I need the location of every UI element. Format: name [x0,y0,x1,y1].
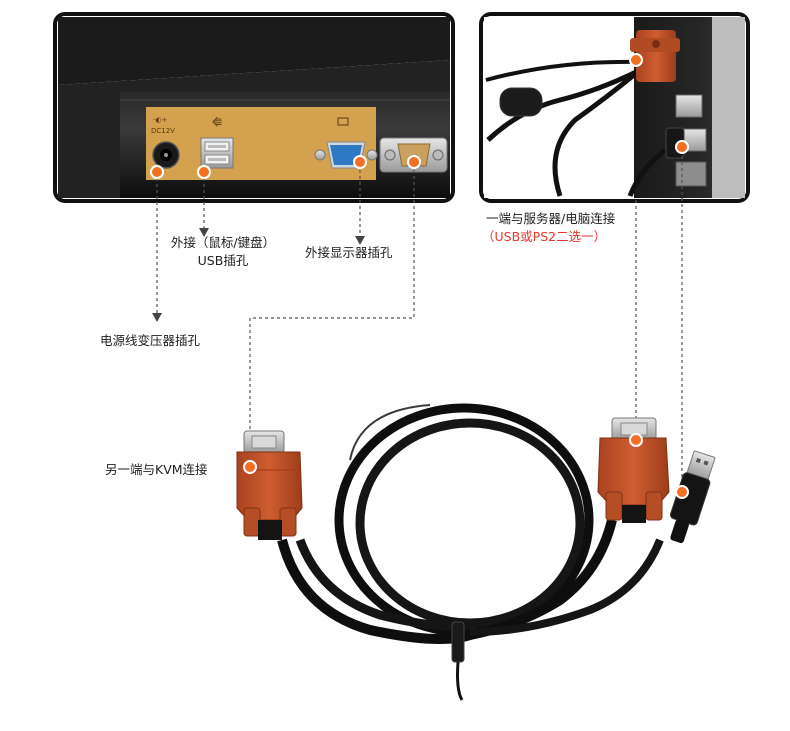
marker-dc-jack [150,165,164,179]
label-kvm-end: 另一端与KVM连接 [105,462,208,477]
label-usb-line1: 外接（鼠标/键盘） [170,235,276,250]
svg-text:-◐+: -◐+ [153,116,168,124]
vga-connector-server-end [597,417,670,523]
marker-kvm-connector [243,460,257,474]
usb-symbol-icon: ⭅ [212,116,222,129]
marker-monitor [353,155,367,169]
pc-usb-ports [675,94,703,118]
leader-kvm [249,164,415,465]
device-photo: -◐+ DC12V ⭅ [53,12,455,203]
marker-pc-vga [629,53,643,67]
ferrite-core [499,87,543,117]
marker-usb-plug [675,485,689,499]
pc-photo [479,12,750,203]
marker-pc-usb [675,140,689,154]
label-server-line1: 一端与服务器/电脑连接 [486,211,616,226]
monitor-symbol-icon [337,117,349,126]
cable-tie [451,621,465,663]
vga-connector-kvm-end [236,430,303,540]
label-monitor-port: 外接显示器插孔 [305,245,393,260]
pc-lan-port [675,161,707,187]
marker-server-connector [629,433,643,447]
usb-plug [669,450,716,544]
leader-arrowheads [152,228,365,322]
markers [150,53,689,499]
label-usb-line2: USB插孔 [197,253,249,268]
kvm-cable-assembly [236,403,716,701]
dc-label: DC12V [151,127,175,135]
photo-orange-connector [630,30,680,82]
marker-usb [197,165,211,179]
usb-ports [200,137,234,169]
label-server-line2: （USB或PS2二选一） [482,229,607,244]
cable-coil-inner [355,418,585,628]
cable-coil-outer [334,403,594,637]
marker-kvm-port [407,155,421,169]
leader-lines [156,150,683,492]
label-usb-port: 外接（鼠标/键盘） USB插孔 [168,234,278,270]
label-power-port: 电源线变压器插孔 [100,333,201,348]
dc-power-jack [152,141,180,169]
device-top [58,17,450,85]
